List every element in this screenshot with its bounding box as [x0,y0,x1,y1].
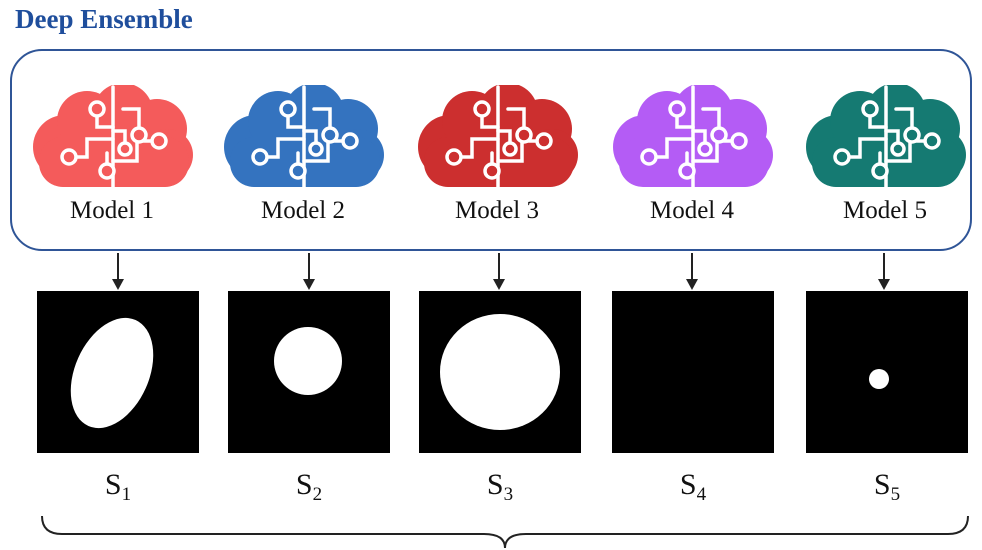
label-symbol: S [679,468,697,501]
label-subscript: 2 [312,484,323,505]
segmentation-mask-5 [806,291,968,453]
model-5: Model 5 [790,85,980,235]
model-label: Model 2 [260,197,346,224]
segmentation-label-4: S4 [612,468,774,506]
label-subscript: 1 [121,484,132,505]
diagram-title: Deep Ensemble [15,4,193,34]
model-label: Model 3 [454,197,540,224]
curly-brace [41,515,969,549]
label-symbol: S [873,468,891,501]
segmentation-label-5: S5 [806,468,968,506]
model-3: Model 3 [402,85,592,235]
ensemble-container [10,49,972,251]
model-2: Model 2 [208,85,398,235]
segmentation-mask-2 [228,291,390,453]
arrow-3 [493,253,505,290]
segmentation-label-3: S3 [419,468,581,506]
arrow-5 [878,253,890,290]
segmentation-mask-4 [612,291,774,453]
label-subscript: 3 [503,484,514,505]
label-subscript: 4 [696,484,707,505]
brain-circuit-icon [33,85,193,193]
arrow-2 [303,253,315,290]
mask-shape [440,314,560,430]
mask-shape [869,369,889,389]
brain-circuit-icon [418,85,578,193]
segmentation-label-2: S2 [228,468,390,506]
arrow-1 [112,253,124,290]
segmentation-label-1: S1 [37,468,199,506]
model-label: Model 4 [649,197,735,224]
mask-shape [70,317,154,429]
model-4: Model 4 [597,85,787,235]
brain-circuit-icon [224,85,384,193]
label-symbol: S [486,468,504,501]
mask-shape [612,291,774,453]
brain-circuit-icon [613,85,773,193]
arrow-4 [686,253,698,290]
model-label: Model 1 [69,197,155,224]
label-symbol: S [295,468,313,501]
segmentation-mask-3 [419,291,581,453]
label-subscript: 5 [890,484,901,505]
model-label: Model 5 [842,197,928,224]
segmentation-mask-1 [37,291,199,453]
label-symbol: S [104,468,122,501]
model-1: Model 1 [17,85,207,235]
brain-circuit-icon [806,85,966,193]
mask-shape [274,327,342,395]
